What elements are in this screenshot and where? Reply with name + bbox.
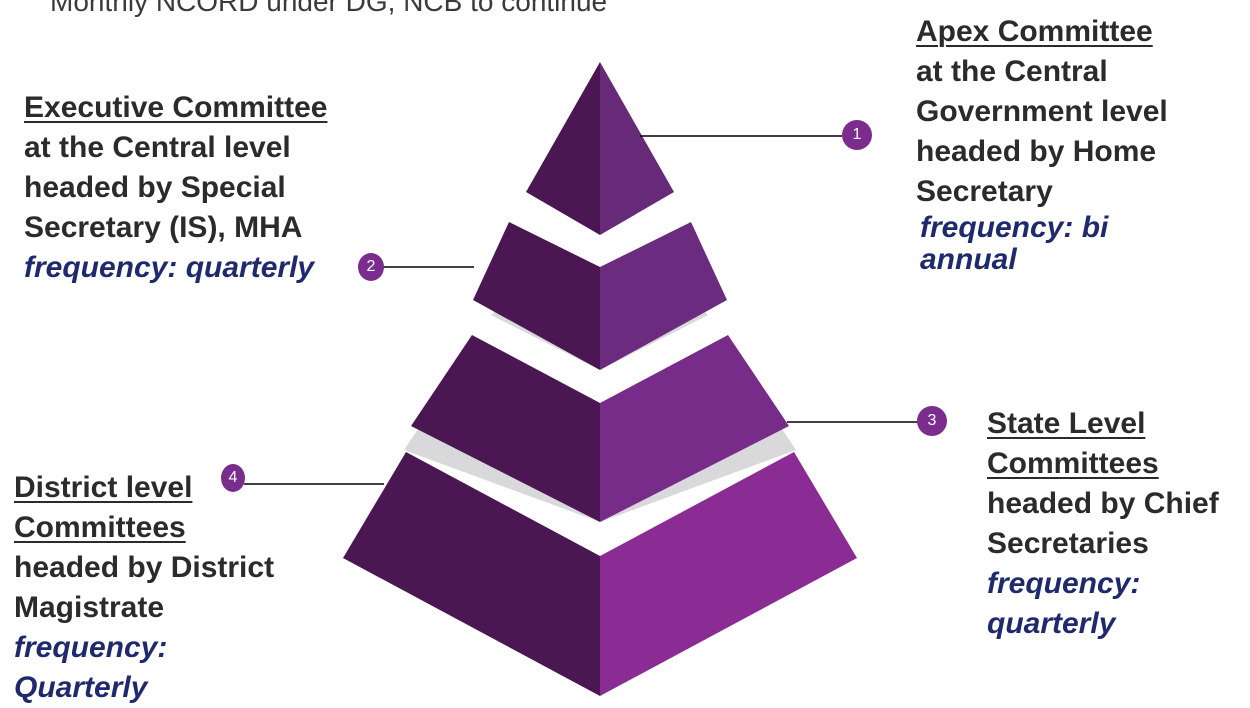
apex-frequency-1: frequency: bi xyxy=(920,211,1109,244)
badge-1: 1 xyxy=(842,120,872,150)
tier-3-right-face xyxy=(600,335,789,522)
apex-line-4: Secretary xyxy=(916,175,1053,208)
badge-4: 4 xyxy=(221,464,245,492)
state-frequency-2: quarterly xyxy=(987,607,1116,640)
tier-1-right-face xyxy=(600,62,674,235)
badge-3: 3 xyxy=(917,406,947,436)
tier-3-left-face xyxy=(411,335,600,522)
executive-frequency: frequency: quarterly xyxy=(24,251,315,284)
state-committee-block: State Level Committees headed by Chief S… xyxy=(987,404,1219,644)
executive-line-1: at the Central level xyxy=(24,131,291,164)
district-committee-block: District level Committees headed by Dist… xyxy=(14,468,274,708)
executive-committee-title: Executive Committee xyxy=(24,91,328,124)
district-frequency-2: Quarterly xyxy=(14,671,148,704)
state-line-2: Secretaries xyxy=(987,527,1149,560)
executive-line-2: headed by Special xyxy=(24,171,286,204)
tier-4-right-face xyxy=(600,452,857,696)
top-caption: Monthly NCORD under DG, NCB to continue xyxy=(50,0,608,17)
state-committee-title-2: Committees xyxy=(987,447,1159,480)
apex-line-2: Government level xyxy=(916,95,1168,128)
apex-line-1: at the Central xyxy=(916,55,1108,88)
apex-committee-block: Apex Committee at the Central Government… xyxy=(916,12,1168,276)
state-line-1: headed by Chief xyxy=(987,487,1219,520)
tier-2-left-face xyxy=(473,222,600,370)
district-committee-title-2: Committees xyxy=(14,511,186,544)
tier-2-right-face xyxy=(600,222,727,370)
district-line-1: headed by District xyxy=(14,551,275,584)
state-frequency-1: frequency: xyxy=(987,567,1141,600)
district-frequency-1: frequency: xyxy=(14,631,168,664)
executive-line-3: Secretary (IS), MHA xyxy=(24,211,303,244)
apex-frequency-2: annual xyxy=(920,243,1017,276)
badge-2: 2 xyxy=(358,253,384,281)
tier-4-left-face xyxy=(343,452,600,696)
state-committee-title-1: State Level xyxy=(987,407,1146,440)
tier-1-left-face xyxy=(526,62,600,235)
apex-line-3: headed by Home xyxy=(916,135,1157,168)
executive-committee-block: Executive Committee at the Central level… xyxy=(24,88,327,288)
district-line-2: Magistrate xyxy=(14,591,165,624)
apex-committee-title: Apex Committee xyxy=(916,15,1153,48)
district-committee-title-1: District level xyxy=(14,471,193,504)
